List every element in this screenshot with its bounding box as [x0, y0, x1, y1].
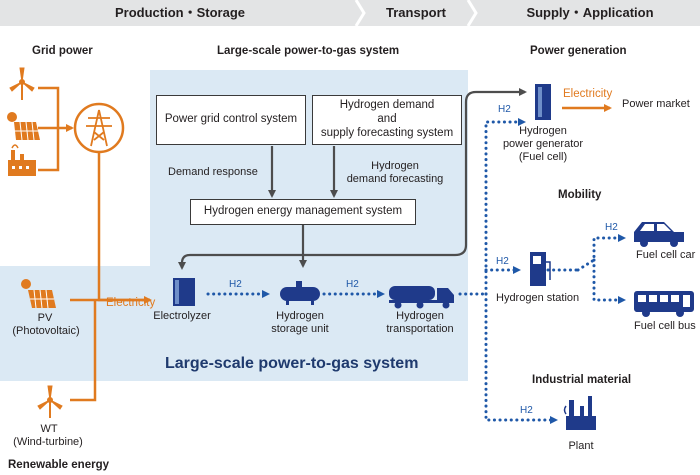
transport-label-line2: transportation	[386, 323, 454, 335]
stage-separators	[354, 0, 478, 26]
hems-box: Hydrogen energy management system	[190, 199, 416, 225]
generator-label-line1: Hydrogen	[519, 125, 567, 137]
generator-label-line3: (Fuel cell)	[518, 151, 568, 163]
plant-label: Plant	[568, 440, 594, 452]
power-grid-control-label: Power grid control system	[164, 113, 298, 126]
forecasting-system-label: Hydrogen demand and supply forecasting s…	[321, 99, 453, 140]
electricity-left-label: Electricity	[106, 297, 156, 309]
demand-forecasting-label-line2: demand forecasting	[346, 173, 444, 185]
power-grid-control-box: Power grid control system	[156, 95, 306, 145]
hems-label: Hydrogen energy management system	[203, 205, 403, 218]
h2-label-plant: H2	[520, 405, 533, 416]
hydrogen-station-label: Hydrogen station	[496, 292, 580, 304]
storage-label-line2: storage unit	[271, 323, 329, 335]
forecast-line2: and	[377, 113, 397, 126]
stage-band-supply	[470, 0, 700, 26]
h2-label-electrolyzer-storage: H2	[229, 279, 242, 290]
stage-band-production	[0, 0, 358, 26]
stage-production-storage: Production・Storage	[114, 5, 245, 20]
forecast-line1: Hydrogen demand	[339, 99, 435, 112]
h2-label-vehicles: H2	[605, 222, 618, 233]
transport-label-line1: Hydrogen	[396, 310, 444, 322]
grid-power-label: Grid power	[32, 45, 93, 57]
fuel-cell-car-label: Fuel cell car	[636, 249, 696, 261]
storage-label-line1: Hydrogen	[276, 310, 324, 322]
h2-label-station: H2	[496, 256, 509, 267]
system-title-top: Large-scale power-to-gas system	[217, 45, 400, 57]
wt-label-line2: (Wind-turbine)	[13, 436, 83, 448]
pv-label-line2: (Photovoltaic)	[12, 325, 80, 337]
forecasting-system-box: Hydrogen demand and supply forecasting s…	[312, 95, 462, 145]
h2-label-generator: H2	[498, 104, 511, 115]
h2-label-storage-transport: H2	[346, 279, 359, 290]
electricity-right-label: Electricity	[563, 88, 613, 100]
wt-label-line1: WT	[40, 423, 58, 435]
pv-label-line1: PV	[37, 312, 53, 324]
forecast-line3: supply forecasting system	[320, 126, 454, 139]
demand-forecasting-label-line1: Hydrogen	[371, 160, 419, 172]
stage-transport: Transport	[386, 5, 446, 20]
mobility-header: Mobility	[558, 189, 602, 201]
generator-label-line2: power generator	[502, 138, 584, 150]
demand-response-label: Demand response	[168, 166, 258, 178]
power-market-label: Power market	[622, 98, 690, 110]
system-panel-lower	[0, 266, 468, 381]
stage-band-transport	[358, 0, 470, 26]
fuel-cell-bus-label: Fuel cell bus	[634, 320, 696, 332]
renewable-energy-label: Renewable energy	[8, 459, 109, 471]
stage-supply-application: Supply・Application	[526, 5, 654, 20]
power-generation-header: Power generation	[530, 45, 627, 57]
industrial-material-header: Industrial material	[532, 374, 632, 386]
system-title-bottom: Large-scale power-to-gas system	[165, 355, 419, 372]
electrolyzer-label: Electrolyzer	[153, 310, 211, 322]
